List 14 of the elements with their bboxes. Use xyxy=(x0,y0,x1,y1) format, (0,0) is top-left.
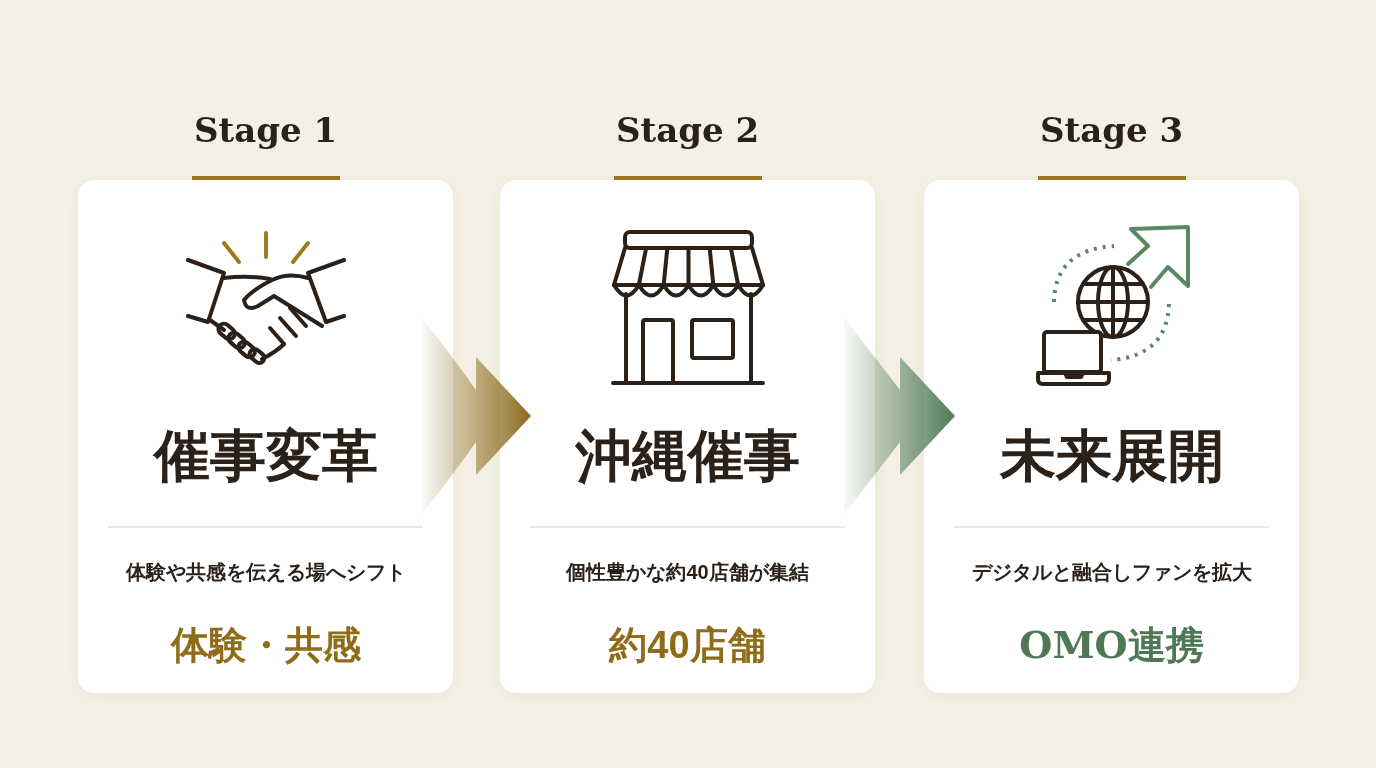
description-text: 個性豊かな約40店舗が集結 xyxy=(566,560,809,585)
stage-heading: Stage 1 xyxy=(193,109,338,152)
stage-title: 未来展開 xyxy=(999,421,1224,490)
key-phrase: 体験・共感 xyxy=(170,623,361,668)
stage-heading: Stage 2 xyxy=(615,109,760,152)
key-phrase: 約40店舗 xyxy=(609,623,766,668)
description-text: 体験や共感を伝える場へシフト xyxy=(125,560,406,585)
chevron-arrow xyxy=(844,318,955,514)
description-text: デジタルと融合しファンを拡大 xyxy=(971,560,1252,585)
chevron-arrow xyxy=(422,318,531,514)
key-phrase: OMO連携 xyxy=(1019,621,1204,669)
stage-heading: Stage 3 xyxy=(1039,109,1184,152)
stage-title: 催事変革 xyxy=(153,421,378,490)
stage-title: 沖縄催事 xyxy=(575,421,800,490)
